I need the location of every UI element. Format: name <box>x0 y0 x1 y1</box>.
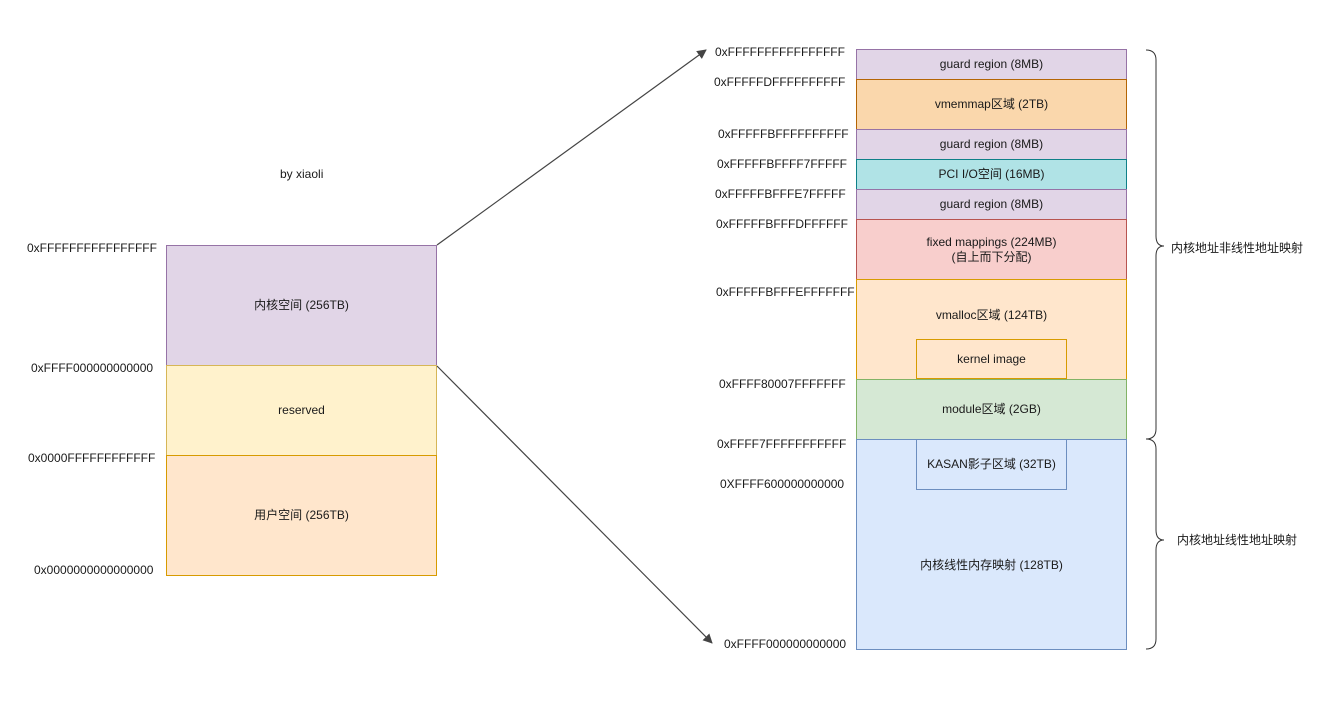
addr-right-1: 0xFFFFFDFFFFFFFFFF <box>714 75 846 89</box>
brace-linear <box>1145 438 1165 650</box>
guard-region-2-label: guard region (8MB) <box>939 137 1044 151</box>
linear-brace-label: 内核地址线性地址映射 <box>1177 533 1298 547</box>
addr-left-kernel-bottom: 0xFFFF000000000000 <box>31 361 154 375</box>
addr-left-user-top: 0x0000FFFFFFFFFFFF <box>28 451 156 465</box>
nonlinear-brace-label: 内核地址非线性地址映射 <box>1171 241 1304 255</box>
kasan-label: KASAN影子区域 (32TB) <box>927 457 1056 471</box>
addr-left-top: 0xFFFFFFFFFFFFFFFF <box>27 241 157 255</box>
addr-left-bottom: 0x0000000000000000 <box>34 563 154 577</box>
vmemmap-label: vmemmap区域 (2TB) <box>934 97 1049 111</box>
addr-right-3: 0xFFFFFBFFFF7FFFFF <box>717 157 847 171</box>
pci-io-region: PCI I/O空间 (16MB) <box>856 159 1127 190</box>
author-label: by xiaoli <box>280 167 324 181</box>
addr-right-10: 0xFFFF000000000000 <box>724 637 847 651</box>
guard-region-1: guard region (8MB) <box>856 49 1127 80</box>
fixed-mappings-region: fixed mappings (224MB) (自上而下分配) <box>856 219 1127 280</box>
guard-region-3-label: guard region (8MB) <box>939 197 1044 211</box>
reserved-region: reserved <box>166 365 437 456</box>
addr-right-6: 0xFFFFFBFFFEFFFFFFF <box>716 285 855 299</box>
kasan-region: KASAN影子区域 (32TB) <box>916 439 1067 490</box>
fixed-mappings-sublabel: (自上而下分配) <box>951 249 1032 264</box>
pci-io-label: PCI I/O空间 (16MB) <box>938 167 1045 181</box>
user-space-label: 用户空间 (256TB) <box>254 508 349 522</box>
reserved-label: reserved <box>278 403 325 417</box>
kernel-space-region: 内核空间 (256TB) <box>166 245 437 366</box>
addr-right-2: 0xFFFFFBFFFFFFFFFF <box>718 127 849 141</box>
linear-mapping-label: 内核线性内存映射 (128TB) <box>920 558 1063 572</box>
addr-right-9: 0XFFFF600000000000 <box>720 477 845 491</box>
kernel-space-label: 内核空间 (256TB) <box>254 298 349 312</box>
kernel-image-label: kernel image <box>957 351 1026 366</box>
brace-nonlinear <box>1145 49 1165 440</box>
module-label: module区域 (2GB) <box>942 402 1041 416</box>
arrow-to-top <box>436 49 707 246</box>
addr-right-4: 0xFFFFFBFFFE7FFFFF <box>715 187 846 201</box>
addr-right-0: 0xFFFFFFFFFFFFFFFF <box>715 45 845 59</box>
vmemmap-region: vmemmap区域 (2TB) <box>856 79 1127 130</box>
fixed-mappings-label: fixed mappings (224MB) <box>926 234 1057 249</box>
arrow-to-bottom <box>436 365 713 644</box>
kernel-image-region: kernel image <box>916 339 1067 379</box>
addr-right-5: 0xFFFFFBFFFDFFFFFF <box>716 217 848 231</box>
addr-right-7: 0xFFFF80007FFFFFFF <box>719 377 846 391</box>
guard-region-1-label: guard region (8MB) <box>939 57 1044 71</box>
addr-right-8: 0xFFFF7FFFFFFFFFFF <box>717 437 847 451</box>
vmalloc-label: vmalloc区域 (124TB) <box>935 308 1048 322</box>
user-space-region: 用户空间 (256TB) <box>166 455 437 576</box>
